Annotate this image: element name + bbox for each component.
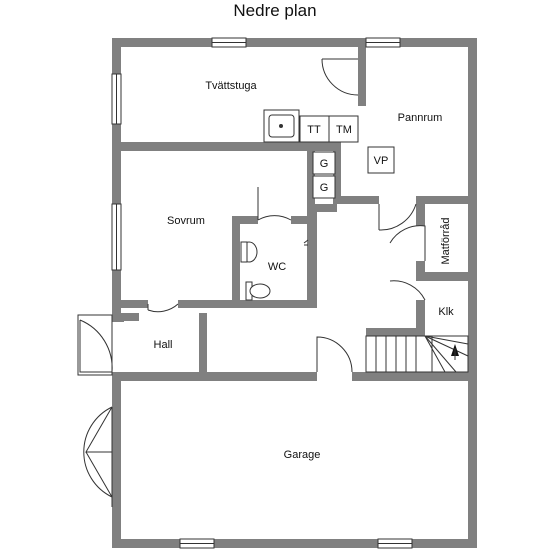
fixture-label-tm: TM: [336, 124, 352, 136]
plan-title: Nedre plan: [233, 1, 317, 20]
pannrum-west-wall: [333, 142, 341, 197]
corridor-west-wall: [307, 204, 317, 308]
pannrum-bottom-wall-right: [416, 196, 469, 204]
sovrum-bottom-wall-right: [178, 300, 317, 308]
sovrum-bottom-wall-left: [121, 300, 148, 308]
toilet-icon: [245, 281, 253, 301]
klk-west-wall: [416, 300, 425, 337]
fixtures: [240, 109, 395, 301]
matforrad-west-wall-top: [416, 204, 425, 226]
tm-box: [328, 115, 359, 143]
tt-box: [299, 115, 330, 143]
g1-box: [312, 151, 336, 175]
outer-wall-right: [468, 38, 477, 548]
stair-top-wall: [366, 328, 425, 336]
g2-box: [312, 175, 336, 199]
garage-north-wall-right: [352, 372, 469, 381]
door-wc: [257, 187, 292, 221]
wc-top-wall-left: [232, 216, 258, 224]
wc-top-wall-right: [291, 216, 315, 224]
hall-west-wall-stub-top: [112, 313, 124, 322]
hall-west-wall-stub-bottom: [112, 372, 124, 381]
door-garage-inner: [316, 336, 353, 373]
room-label-wc: WC: [268, 261, 286, 273]
outer-wall-left-lower: [112, 372, 121, 548]
fixture-label-g1: G: [320, 158, 329, 170]
room-label-pannrum: Pannrum: [398, 112, 443, 124]
fixture-label-tt: TT: [307, 124, 321, 136]
tvattstuga-bottom-wall: [121, 142, 341, 151]
hall-north-wall-stub: [121, 313, 139, 321]
doors: [77, 58, 426, 507]
outer-wall-bottom: [112, 539, 477, 548]
room-label-garage: Garage: [284, 449, 321, 461]
room-label-klk: Klk: [438, 306, 454, 318]
vp-box: [367, 146, 395, 174]
labels: Tvättstuga Pannrum Sovrum WC Hall Garage…: [154, 80, 455, 461]
matforrad-bottom-wall: [416, 272, 469, 281]
shower-icon: [303, 239, 309, 246]
windows: [111, 37, 413, 549]
door-pannrum-bottom: [378, 203, 417, 231]
outer-wall-top: [112, 38, 477, 47]
door-pannrum: [321, 58, 359, 96]
fixture-label-g2: G: [320, 182, 329, 194]
sovrum-east-wall: [307, 150, 315, 220]
walls: [112, 38, 477, 548]
room-label-tvattstuga: Tvättstuga: [205, 80, 257, 92]
tvattstuga-east-wall: [358, 46, 366, 106]
door-klk: [389, 280, 426, 301]
matforrad-west-wall-bottom: [416, 261, 425, 281]
room-label-sovrum: Sovrum: [167, 215, 205, 227]
wc-west-wall: [232, 216, 240, 306]
door-sovrum: [147, 303, 179, 313]
corridor-north-wall: [307, 204, 337, 212]
outer-wall-left-upper: [112, 38, 121, 315]
room-label-hall: Hall: [154, 339, 173, 351]
pannrum-bottom-wall-left: [333, 196, 379, 204]
door-hall-exterior: [79, 319, 113, 373]
room-label-matforrad: Matförråd: [440, 217, 452, 264]
hall-east-wall: [199, 313, 207, 381]
fixture-label-vp: VP: [374, 155, 389, 167]
door-matforrad: [389, 225, 426, 261]
stairs: [365, 335, 469, 373]
garage-north-wall-left: [121, 372, 317, 381]
door-garage-exterior: [83, 406, 113, 498]
